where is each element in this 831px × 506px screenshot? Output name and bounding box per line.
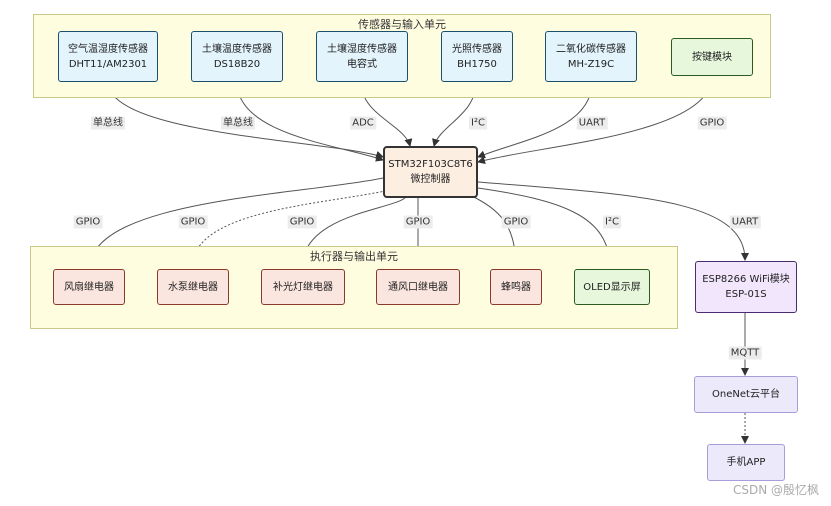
edge-ds18b20-mcu (236, 81, 384, 162)
cloud-label: OneNet云平台 (712, 389, 780, 400)
actuator-node-light[interactable]: 补光灯继电器 (261, 269, 345, 305)
actuator-node-fan[interactable]: 风扇继电器 (53, 269, 125, 305)
edge-mcu-fan (86, 177, 384, 269)
watermark: CSDN @殷忆枫 (732, 483, 819, 497)
edge-mcu-esp (470, 177, 749, 261)
edge-label-mqtt: MQTT (728, 346, 762, 360)
actuator-label: 蜂鸣器 (501, 281, 531, 293)
edge-label-vent: GPIO (403, 215, 433, 229)
output-cluster-title: 执行器与输出单元 (310, 250, 398, 263)
esp8266-label: ESP8266 WiFi模块 (702, 274, 790, 285)
actuator-label: 水泵继电器 (168, 281, 218, 293)
esp8266-node[interactable]: ESP8266 WiFi模块 ESP-01S (695, 261, 797, 313)
mcu-model: STM32F103C8T6 (388, 159, 473, 170)
actuator-node-vent[interactable]: 通风口继电器 (376, 269, 460, 305)
edge-label-ds18b20: 单总线 (221, 116, 255, 130)
edge-label-soil: ADC (350, 116, 376, 130)
sensor-model: DS18B20 (213, 58, 261, 70)
esp8266-model: ESP-01S (725, 289, 767, 300)
edge-label-mhz19c: UART (576, 116, 608, 130)
sensor-name: 光照传感器 (452, 43, 502, 55)
sensor-name: 土壤湿度传感器 (327, 43, 397, 55)
onenet-cloud-node[interactable]: OneNet云平台 (694, 376, 798, 413)
actuator-node-pump[interactable]: 水泵继电器 (157, 269, 229, 305)
sensor-model: BH1750 (457, 58, 497, 70)
sensor-name: 土壤温度传感器 (202, 43, 272, 55)
sensor-node-soil-moisture[interactable]: 土壤湿度传感器 电容式 (316, 31, 408, 82)
sensor-name: 空气温湿度传感器 (68, 43, 148, 55)
mcu-role: 微控制器 (410, 174, 451, 185)
button-module-label: 按键模块 (692, 51, 732, 63)
mobile-app-node[interactable]: 手机APP (707, 444, 785, 481)
actuator-node-oled[interactable]: OLED显示屏 (574, 269, 650, 305)
sensor-node-bh1750[interactable]: 光照传感器 BH1750 (441, 31, 513, 82)
edge-label-buzzer: GPIO (501, 215, 531, 229)
actuator-node-buzzer[interactable]: 蜂鸣器 (490, 269, 542, 305)
mcu-node[interactable]: STM32F103C8T6 微控制器 (383, 146, 478, 198)
actuator-label: OLED显示屏 (583, 281, 641, 293)
input-cluster-title: 传感器与输入单元 (358, 18, 446, 31)
edge-label-dht11: 单总线 (91, 116, 125, 130)
sensor-node-ds18b20[interactable]: 土壤温度传感器 DS18B20 (191, 31, 283, 82)
edge-label-bh1750: I²C (469, 116, 487, 130)
edge-label-fan: GPIO (73, 215, 103, 229)
edge-label-esp-uart: UART (729, 215, 761, 229)
sensor-model: DHT11/AM2301 (68, 58, 148, 70)
actuator-label: 风扇继电器 (64, 281, 114, 293)
edge-label-button: GPIO (697, 116, 727, 130)
edge-label-light: GPIO (287, 215, 317, 229)
edge-label-pump: GPIO (178, 215, 208, 229)
actuator-label: 通风口继电器 (388, 281, 448, 293)
output-cluster: 执行器与输出单元 (30, 246, 678, 329)
sensor-model: MH-Z19C (567, 58, 615, 70)
app-label: 手机APP (726, 457, 766, 468)
sensor-model: 电容式 (347, 58, 377, 70)
actuator-label: 补光灯继电器 (273, 281, 333, 293)
sensor-name: 二氧化碳传感器 (556, 43, 626, 55)
sensor-node-dht11[interactable]: 空气温湿度传感器 DHT11/AM2301 (58, 31, 158, 82)
edge-dht11-mcu (107, 81, 384, 159)
sensor-node-mhz19c[interactable]: 二氧化碳传感器 MH-Z19C (545, 31, 637, 82)
button-module-node[interactable]: 按键模块 (671, 38, 753, 76)
edge-label-oled: I²C (603, 215, 621, 229)
